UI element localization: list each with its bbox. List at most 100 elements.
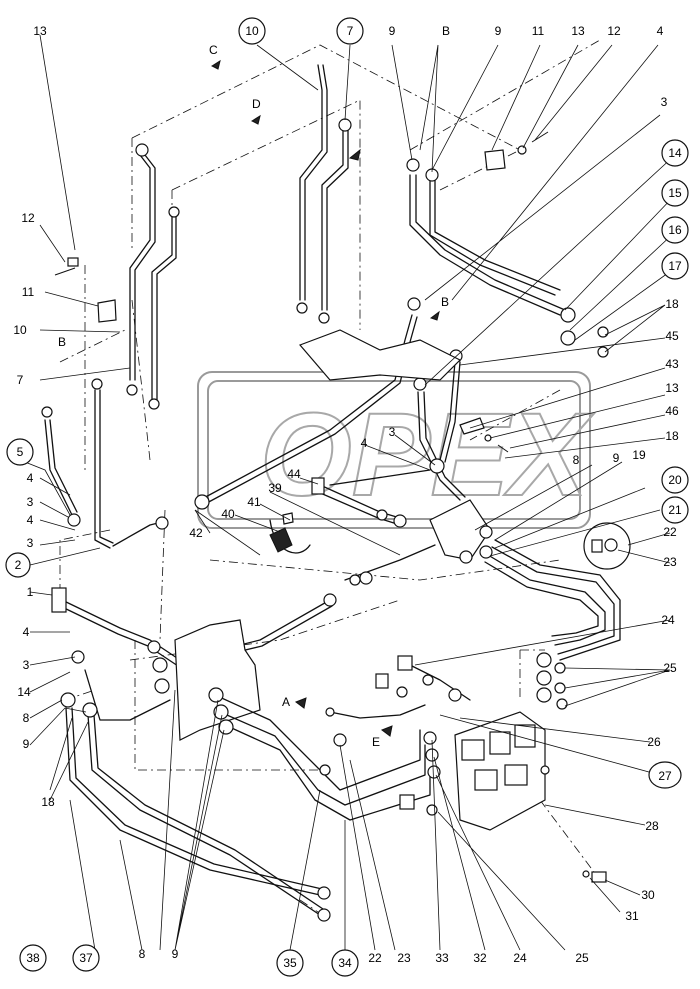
callout-label: 13 xyxy=(571,24,585,38)
refline xyxy=(59,265,126,470)
pipe xyxy=(99,389,114,544)
plate xyxy=(174,619,261,741)
fitting xyxy=(71,650,85,664)
refline xyxy=(171,99,361,330)
bolt xyxy=(375,673,389,689)
nut xyxy=(517,145,527,155)
callout-label: 14 xyxy=(17,685,31,699)
pipe xyxy=(321,129,344,311)
fitting xyxy=(359,571,373,585)
leader xyxy=(39,34,131,381)
callout-label: 27 xyxy=(658,769,672,783)
fitting xyxy=(338,118,352,132)
pipe xyxy=(61,599,331,661)
callout-label: 10 xyxy=(13,323,27,337)
pipe xyxy=(491,546,615,655)
leader xyxy=(69,689,566,951)
callout-label: 45 xyxy=(665,329,679,343)
refline xyxy=(409,39,601,151)
bracket xyxy=(484,149,506,171)
callout-label: 39 xyxy=(268,481,282,495)
fitting xyxy=(560,330,576,346)
pipe xyxy=(214,694,421,791)
fitting xyxy=(317,908,331,922)
callout-label: 10 xyxy=(245,24,259,38)
callout-label: 7 xyxy=(17,373,24,387)
pipe xyxy=(84,669,171,721)
valve-section xyxy=(504,764,528,786)
plate xyxy=(298,329,462,381)
callout-circle xyxy=(19,944,47,972)
callout-label: 16 xyxy=(668,223,682,237)
fitting xyxy=(406,158,420,172)
refline xyxy=(134,640,330,771)
pipe xyxy=(429,179,556,296)
callout-label: 24 xyxy=(513,951,527,965)
arrow-icon xyxy=(294,697,307,709)
callout-circle xyxy=(661,139,689,167)
callout-label: 5 xyxy=(17,445,24,459)
bolt-46 xyxy=(497,444,509,453)
callout-label: 20 xyxy=(668,473,682,487)
callout-circle xyxy=(661,496,689,524)
pipe xyxy=(49,419,78,513)
upper-middle-pipes xyxy=(296,64,352,324)
fitting xyxy=(82,702,98,718)
pipe xyxy=(329,469,431,486)
callout-label: 13 xyxy=(665,381,679,395)
valve-1 xyxy=(51,587,67,613)
refline xyxy=(539,799,601,881)
callout-label: 46 xyxy=(665,404,679,418)
fitting xyxy=(536,670,552,686)
callout-label: 37 xyxy=(79,951,93,965)
arrow-icon xyxy=(348,148,361,161)
bolt-12 xyxy=(54,267,76,276)
frame-plates xyxy=(174,329,491,741)
right-pipes xyxy=(459,522,631,710)
callout-label: 25 xyxy=(663,661,677,675)
callout-label: 22 xyxy=(368,951,382,965)
callout-label: 33 xyxy=(435,951,449,965)
refline xyxy=(129,599,401,661)
fitting xyxy=(423,731,437,745)
fitting xyxy=(148,398,160,410)
washer xyxy=(597,326,609,338)
refline xyxy=(159,509,166,641)
section-marker-c: C xyxy=(209,43,218,57)
callout-circle xyxy=(661,179,689,207)
fitting xyxy=(208,687,224,703)
bolt xyxy=(531,131,549,143)
callout-label: 30 xyxy=(641,888,655,902)
fitting xyxy=(91,378,103,390)
callout-label: 34 xyxy=(338,956,352,970)
section-marker-d: D xyxy=(252,97,261,111)
callout-label: 24 xyxy=(661,613,675,627)
callout-label: 3 xyxy=(23,658,30,672)
pipe xyxy=(87,714,321,916)
leader xyxy=(256,44,661,301)
refline xyxy=(439,149,521,191)
pipe xyxy=(156,214,177,401)
fitting xyxy=(536,652,552,668)
pipe xyxy=(415,174,566,311)
callout-label: 28 xyxy=(645,819,659,833)
fitting xyxy=(218,719,234,735)
callout-circle xyxy=(648,761,682,789)
callout-label: 41 xyxy=(247,495,261,509)
fitting xyxy=(407,297,421,311)
fitting xyxy=(155,516,169,530)
fitting xyxy=(376,509,388,521)
pipe xyxy=(94,389,111,549)
callout-label: 8 xyxy=(23,711,30,725)
pipe xyxy=(129,154,151,381)
leader-lines xyxy=(19,34,676,951)
fitting xyxy=(459,550,473,564)
washer xyxy=(422,674,434,686)
callout-label: 32 xyxy=(473,951,487,965)
fitting xyxy=(323,593,337,607)
fitting xyxy=(479,545,493,559)
pipe xyxy=(71,707,323,890)
callout-label: 23 xyxy=(663,555,677,569)
leader xyxy=(194,434,436,556)
